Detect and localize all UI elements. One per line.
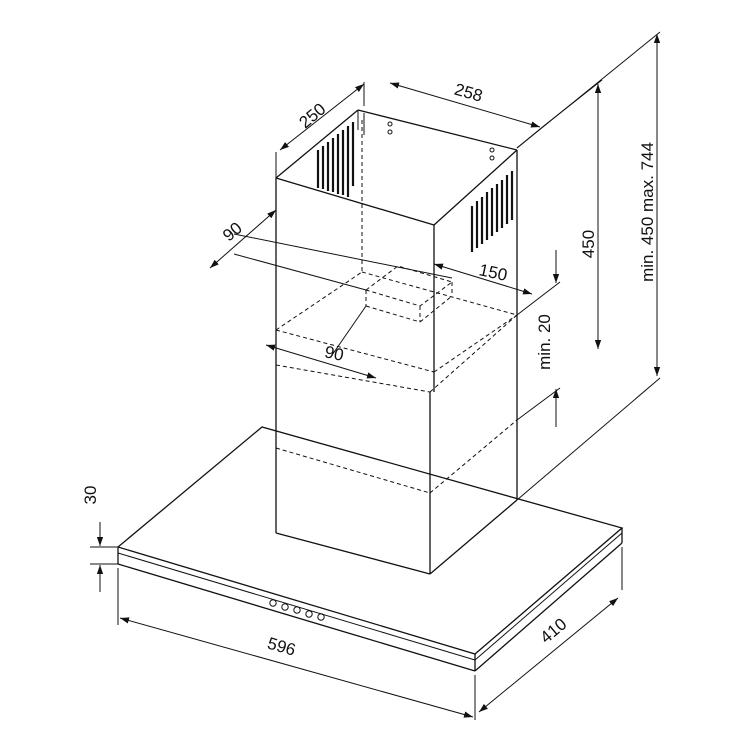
dim-label-chimney-width: 258 (452, 80, 485, 106)
chimney-upper (275, 109, 518, 392)
mounting-hole-icon (489, 147, 495, 153)
dimension-lines (90, 31, 661, 720)
dim-label-min-gap: min. 20 (535, 314, 554, 370)
dim-label-duct-90-bottom: 90 (323, 342, 345, 365)
control-button-icon (317, 613, 325, 621)
dim-label-height-450: 450 (579, 230, 598, 258)
vent-slots-left (316, 122, 355, 197)
dim-label-canopy-depth: 410 (536, 614, 570, 647)
control-button-icon (305, 610, 313, 618)
dim-label-chimney-depth: 250 (295, 99, 329, 132)
dimension-labels: 250 258 450 min. 450 max. 744 150 90 90 … (81, 80, 657, 660)
control-buttons (269, 599, 325, 621)
dim-label-height-range: min. 450 max. 744 (638, 142, 657, 282)
control-button-icon (269, 599, 277, 607)
control-button-icon (281, 603, 289, 611)
dim-label-canopy-width: 596 (265, 634, 298, 660)
dim-label-canopy-height: 30 (81, 486, 100, 505)
mounting-hole-icon (489, 155, 495, 161)
mounting-hole-icon (387, 129, 393, 135)
dim-label-duct-90-left: 90 (219, 218, 246, 245)
control-button-icon (293, 606, 301, 614)
mounting-hole-icon (387, 121, 393, 127)
vent-slots-right (470, 171, 514, 252)
chimney-lower (275, 314, 518, 575)
dim-label-offset-150: 150 (477, 260, 509, 284)
